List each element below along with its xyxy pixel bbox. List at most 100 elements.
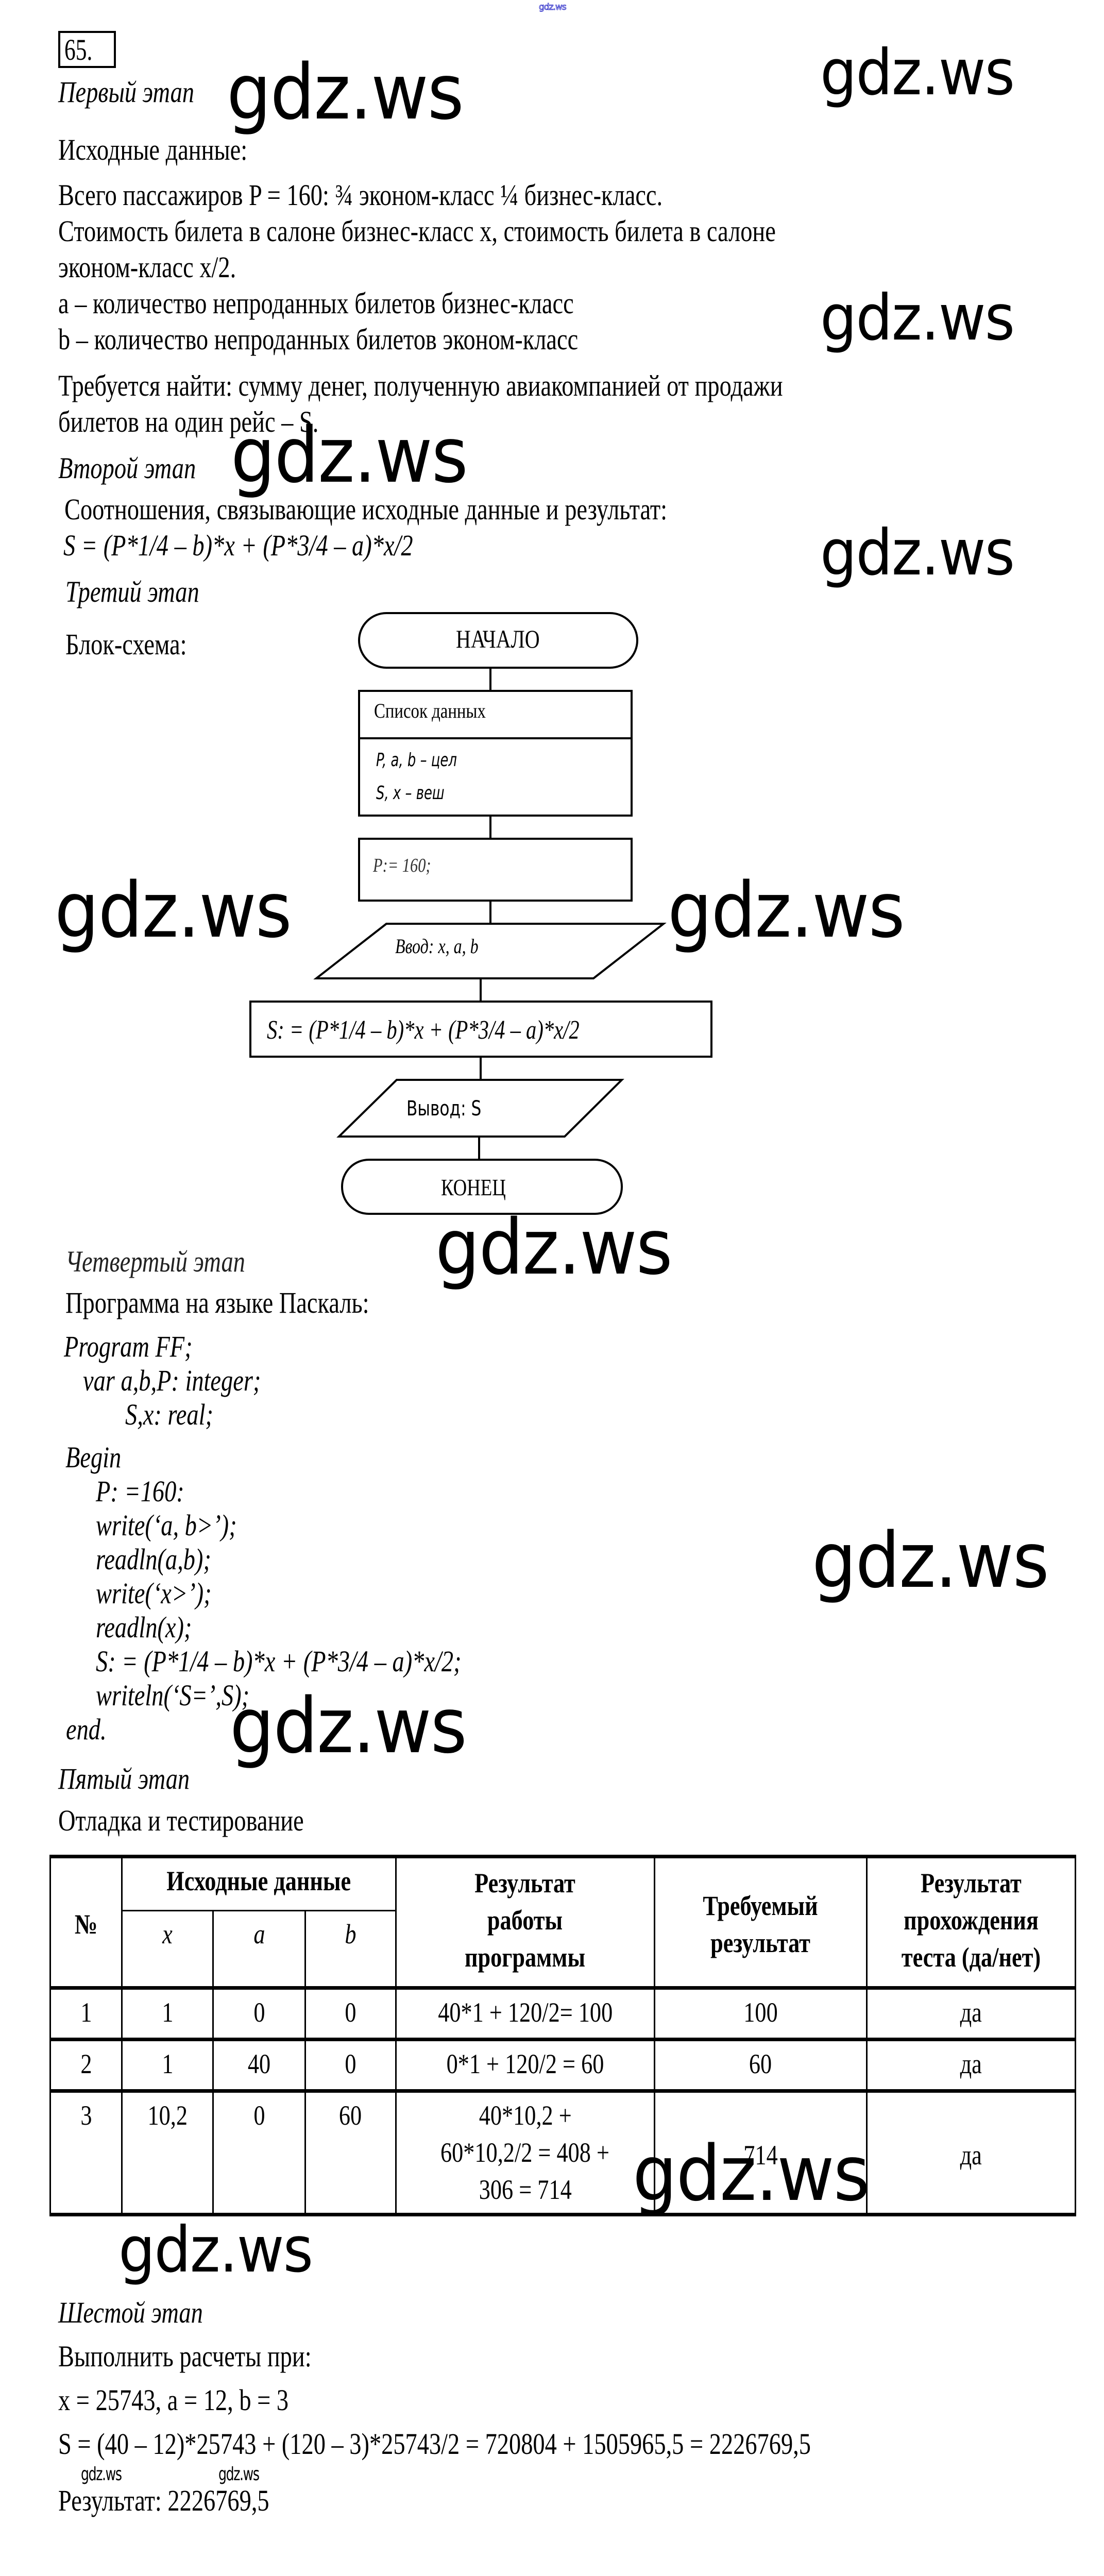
task-number: 65. [64,33,93,66]
flowchart-label: Блок-схема: [65,628,187,661]
task-number-box: 65. [58,31,116,68]
cell-x: 1 [121,1986,214,2040]
header-x: x [121,1910,214,1989]
data-list-item: P, a, b – цел [376,750,457,771]
cell-a: 0 [212,1986,306,2040]
watermark: gdz.ws [668,866,905,955]
code-line: write(‘a, b>’); [96,1509,237,1542]
goal-line: Требуется найти: сумму денег, полученную… [58,369,783,402]
watermark: gdz.ws [227,48,464,137]
formula: S = (P*1/4 – b)*x + (P*3/4 – a)*x/2 [63,529,413,562]
program-label: Программа на языке Паскаль: [65,1286,369,1319]
data-list-title: Список данных [374,699,486,722]
end-label: КОНЕЦ [441,1174,506,1200]
stage-subtitle: Отладка и тестирование [58,1804,304,1837]
cell-expected: 60 [653,2038,868,2092]
stage-title: Первый этап [58,75,194,109]
flowchart [249,612,712,1215]
header-test-result: Результат прохождения теста (да/нет) [866,1855,1076,1989]
watermark: gdz.ws [230,1682,467,1770]
site-header-mark: gdz.ws [539,2,567,13]
watermark: gdz.ws [81,2464,122,2485]
stage-title: Шестой этап [58,2296,203,2329]
task-text: Выполнить расчеты при: [58,2340,312,2373]
code-line: Program FF; [64,1330,193,1363]
compute-label: S: = (P*1/4 – b)*x + (P*3/4 – a)*x/2 [267,1015,580,1045]
text-line: Стоимость билета в салоне бизнес-класс x… [58,214,776,248]
cell-program-result: 40*1 + 120/2= 100 [395,1986,655,2040]
cell-a: 40 [212,2038,306,2092]
watermark: gdz.ws [633,2129,870,2218]
code-line: S: = (P*1/4 – b)*x + (P*3/4 – a)*x/2; [96,1645,462,1678]
watermark: gdz.ws [55,866,292,955]
code-line: P: =160: [96,1475,184,1508]
input-heading: Исходные данные: [58,133,248,166]
input-parallelogram [313,923,667,979]
code-line: readln(a,b); [96,1543,211,1576]
output-parallelogram [336,1079,624,1138]
text-line: a – количество непроданных билетов бизне… [58,286,574,320]
relations-label: Соотношения, связывающие исходные данные… [64,493,668,526]
cell-test: да [866,2038,1076,2092]
end-terminal [341,1159,623,1215]
header-program-result: Результат работы программы [395,1855,655,1989]
result: Результат: 2226769,5 [58,2484,269,2517]
watermark: gdz.ws [812,1516,1049,1605]
assign-label: P:= 160; [373,855,431,876]
header-num: № [49,1855,123,1989]
cell-b: 60 [304,2089,397,2216]
table-row: 1 1 0 0 40*1 + 120/2= 100 100 да [49,1986,1076,2040]
cell-test: да [866,2089,1076,2216]
goal-line: билетов на один рейс – S. [58,405,319,438]
header-input-group: Исходные данные [121,1855,397,1911]
start-terminal [358,612,638,669]
cell-test: да [866,1986,1076,2040]
watermark: gdz.ws [435,1203,673,1292]
watermark: gdz.ws [231,411,468,500]
code-line: writeln(‘S=’,S); [96,1679,250,1712]
cell-num: 2 [49,2038,123,2092]
header-a: a [212,1910,306,1989]
cell-program-result: 0*1 + 120/2 = 60 [395,2038,655,2092]
code-line: end. [66,1713,107,1746]
watermark: gdz.ws [218,2464,260,2485]
assign-box [358,838,633,902]
cell-x: 10,2 [121,2089,214,2216]
stage-title: Третий этап [65,575,199,608]
stage-title: Второй этап [58,451,196,485]
table-row: 2 1 40 0 0*1 + 120/2 = 60 60 да [49,2038,1076,2092]
cell-expected: 100 [653,1986,868,2040]
watermark: gdz.ws [118,2213,313,2286]
output-label: Вывод: S [406,1097,482,1121]
text-line: эконом-класс x/2. [58,250,236,284]
code-line: write(‘x>’); [96,1577,212,1610]
cell-expected: 714 [653,2089,868,2216]
cell-x: 1 [121,2038,214,2092]
header-b: b [304,1910,397,1989]
cell-b: 0 [304,1986,397,2040]
code-line: S,x: real; [125,1398,213,1431]
watermark: gdz.ws [820,516,1015,589]
data-list-box [358,690,633,817]
watermark: gdz.ws [820,36,1015,109]
cell-num: 1 [49,1986,123,2040]
header-expected: Требуемый результат [653,1855,868,1989]
data-list-item: S, x – веш [376,783,445,804]
code-line: Begin [65,1440,122,1474]
table-row: 3 10,2 0 60 40*10,2 + 60*10,2/2 = 408 + … [49,2089,1076,2216]
start-label: НАЧАЛО [456,624,540,653]
text-line: b – количество непроданных билетов эконо… [58,323,579,356]
test-table: № Исходные данные Результат работы прогр… [49,1855,1076,2216]
stage-title: Четвертый этап [65,1245,245,1278]
cell-program-result: 40*10,2 + 60*10,2/2 = 408 + 306 = 714 [395,2089,655,2216]
input-label: Ввод: x, a, b [395,935,479,958]
code-line: var a,b,P: integer; [83,1364,261,1397]
stage-title: Пятый этап [58,1762,190,1795]
code-line: readln(x); [96,1611,192,1644]
calculation: S = (40 – 12)*25743 + (120 – 3)*25743/2 … [58,2427,811,2461]
text-line: Всего пассажиров P = 160: ¾ эконом-класс… [58,178,663,212]
cell-a: 0 [212,2089,306,2216]
cell-b: 0 [304,2038,397,2092]
watermark: gdz.ws [820,281,1015,354]
cell-num: 3 [49,2089,123,2216]
